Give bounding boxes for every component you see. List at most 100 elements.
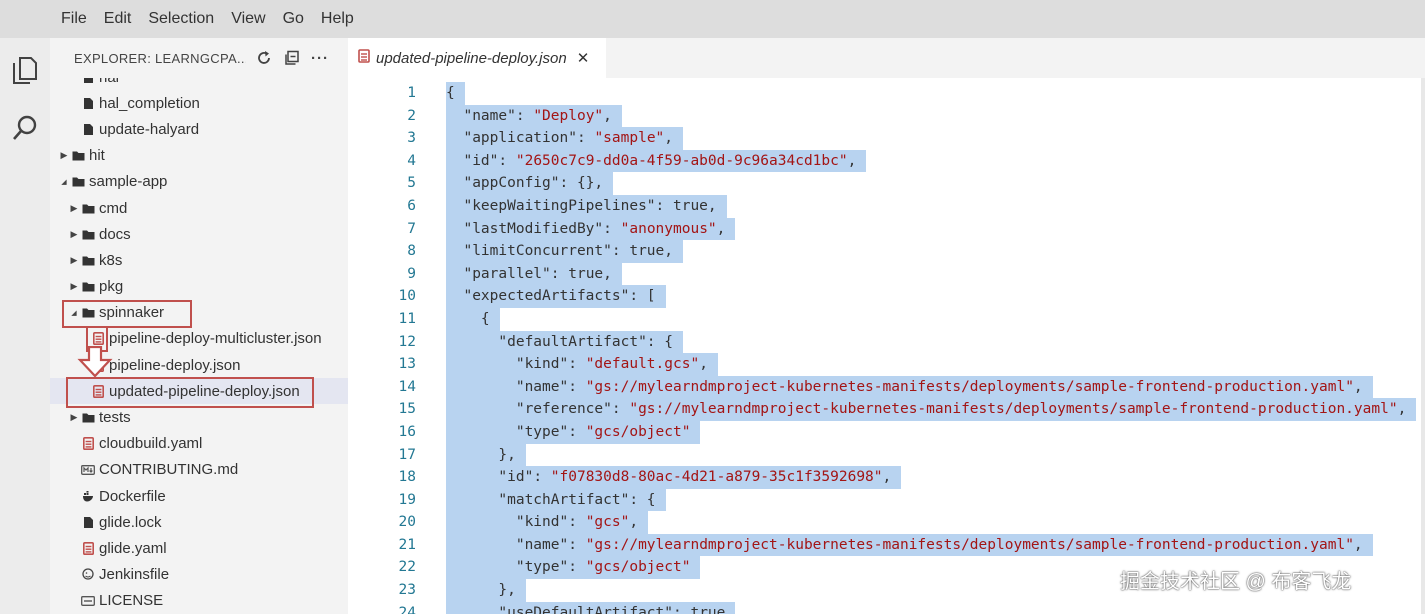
chevron-down-icon[interactable]: ◢ xyxy=(71,309,77,317)
menu-file[interactable]: File xyxy=(61,10,87,27)
chevron-right-icon[interactable]: ▶ xyxy=(70,254,78,265)
menu-help[interactable]: Help xyxy=(320,10,354,27)
close-icon[interactable]: ✕ xyxy=(576,50,590,67)
search-icon[interactable] xyxy=(5,108,45,148)
tree-file-update-halyard[interactable]: update-halyard xyxy=(50,116,348,142)
tab-updated-pipeline-deploy[interactable]: updated-pipeline-deploy.json ✕ xyxy=(348,38,606,78)
tree-file-cloudbuild-yaml[interactable]: cloudbuild.yaml xyxy=(50,431,348,457)
line-number: 16 xyxy=(398,423,416,440)
key-token: "limitConcurrent" xyxy=(463,243,612,260)
punct-token: : xyxy=(568,378,586,395)
line-number: 18 xyxy=(398,469,416,486)
key-token: "type" xyxy=(515,559,569,576)
key-token: "useDefaultArtifact" xyxy=(498,604,673,614)
code-editor[interactable]: 1{2 "name": "Deploy",3 "application": "s… xyxy=(348,78,1425,614)
chevron-right-icon[interactable]: ▶ xyxy=(70,281,78,292)
code-line: 7 "lastModifiedBy": "anonymous", xyxy=(348,217,1425,241)
punct-token: : xyxy=(576,130,595,147)
tree-folder-docs[interactable]: ▶ docs xyxy=(50,221,348,247)
tree-folder-hit[interactable]: ▶ hit xyxy=(50,143,348,169)
tree-file-hal_completion[interactable]: hal_completion xyxy=(50,90,348,116)
tree-file-glide-lock[interactable]: glide.lock xyxy=(50,509,348,535)
json-file-icon xyxy=(358,48,370,68)
punct-token: , xyxy=(1397,401,1407,418)
punct-token: : xyxy=(533,469,551,486)
line-content: "kind": "default.gcs", xyxy=(446,353,718,376)
line-number: 23 xyxy=(398,582,416,599)
editor-scrollbar[interactable] xyxy=(1421,78,1425,614)
chevron-right-icon[interactable]: ▶ xyxy=(70,412,78,423)
folder-icon xyxy=(80,255,96,266)
tree-folder-tests[interactable]: ▶ tests xyxy=(50,404,348,430)
code-line: 8 "limitConcurrent": true, xyxy=(348,240,1425,263)
string-token: "Deploy" xyxy=(533,107,604,124)
line-number: 22 xyxy=(398,559,416,576)
tab-label: updated-pipeline-deploy.json xyxy=(376,49,567,67)
line-content: "defaultArtifact": { xyxy=(446,330,683,354)
code-line: 19 "matchArtifact": { xyxy=(348,488,1425,512)
menu-view[interactable]: View xyxy=(231,10,266,27)
tree-file-Dockerfile[interactable]: Dockerfile xyxy=(50,483,348,509)
punct-token: : { xyxy=(646,333,673,350)
line-content: "application": "sample", xyxy=(446,127,684,150)
punct-token: , xyxy=(847,152,857,169)
tree-item-label: cloudbuild.yaml xyxy=(99,435,203,453)
chevron-right-icon[interactable]: ▶ xyxy=(60,150,68,161)
more-actions-icon[interactable]: ··· xyxy=(311,49,329,67)
chevron-right-icon[interactable]: ▶ xyxy=(70,228,78,239)
refresh-icon[interactable] xyxy=(254,48,274,68)
menu-go[interactable]: Go xyxy=(282,10,304,27)
menu-selection[interactable]: Selection xyxy=(148,10,215,27)
code-line: 24 "useDefaultArtifact": true xyxy=(348,601,1425,614)
folder-icon xyxy=(80,307,96,318)
tree-folder-k8s[interactable]: ▶ k8s xyxy=(50,247,348,273)
line-number: 11 xyxy=(398,310,416,327)
code-line: 11 { xyxy=(348,307,1425,331)
tree-item-label: sample-app xyxy=(89,173,168,191)
chevron-down-icon[interactable]: ◢ xyxy=(61,178,67,186)
string-token: "default.gcs" xyxy=(585,356,700,373)
tree-file-updated-pipeline-deploy-json[interactable]: updated-pipeline-deploy.json xyxy=(50,378,348,405)
tree-file-Jenkinsfile[interactable]: Jenkinsfile xyxy=(50,562,348,588)
tree-item-label: tests xyxy=(99,409,131,427)
tree-folder-spinnaker[interactable]: ◢spinnaker xyxy=(50,300,348,326)
tree-file-glide-yaml[interactable]: glide.yaml xyxy=(50,535,348,561)
key-token: "reference" xyxy=(515,401,612,418)
tree-file-CONTRIBUTING-md[interactable]: CONTRIBUTING.md xyxy=(50,457,348,483)
collapse-all-icon[interactable] xyxy=(282,48,302,68)
menu-edit[interactable]: Edit xyxy=(103,10,132,27)
tree-file-LICENSE[interactable]: LICENSE xyxy=(50,588,348,614)
punct-token: , xyxy=(664,130,674,147)
file-tree: halhal_completionupdate-halyard▶hit◢samp… xyxy=(50,64,348,614)
line-content: "limitConcurrent": true, xyxy=(446,240,683,263)
chevron-right-icon[interactable]: ▶ xyxy=(70,202,78,213)
punct-token: : xyxy=(611,401,630,418)
code-line: 23 }, xyxy=(348,579,1425,602)
key-token: "type" xyxy=(515,423,569,440)
code-line: 20 "kind": "gcs", xyxy=(348,511,1425,534)
punct-token: : xyxy=(568,514,586,531)
tree-item-label: hit xyxy=(89,147,105,165)
punct-token: , xyxy=(882,469,892,486)
line-content: { xyxy=(446,82,465,105)
punct-token: { xyxy=(480,310,490,327)
tree-item-label: k8s xyxy=(99,251,123,269)
line-number: 19 xyxy=(398,491,416,508)
tree-folder-cmd[interactable]: ▶cmd xyxy=(50,195,348,221)
line-content: "parallel": true, xyxy=(446,262,622,286)
code-line: 12 "defaultArtifact": { xyxy=(348,330,1425,354)
tree-folder-pkg[interactable]: ▶pkg xyxy=(50,274,348,300)
editor-pane: updated-pipeline-deploy.json ✕ 1{2 "name… xyxy=(348,38,1425,614)
explorer-sidebar: halhal_completionupdate-halyard▶hit◢samp… xyxy=(50,38,348,614)
tree-item-label: pipeline-deploy.json xyxy=(109,356,241,374)
code-line: 1{ xyxy=(348,82,1425,105)
punct-token: : xyxy=(568,356,586,373)
line-content: "expectedArtifacts": [ xyxy=(446,285,666,308)
line-number: 5 xyxy=(407,175,416,192)
code-line: 18 "id": "f07830d8-80ac-4d21-a879-35c1f3… xyxy=(348,466,1425,489)
punct-token: , xyxy=(699,356,708,373)
tree-file-pipeline-deploy-multicluster-json[interactable]: pipeline-deploy-multicluster.json xyxy=(50,326,348,352)
tree-folder-sample-app[interactable]: ◢ sample-app xyxy=(50,169,348,195)
tree-item-label: docs xyxy=(99,225,131,243)
files-icon[interactable] xyxy=(5,50,45,90)
